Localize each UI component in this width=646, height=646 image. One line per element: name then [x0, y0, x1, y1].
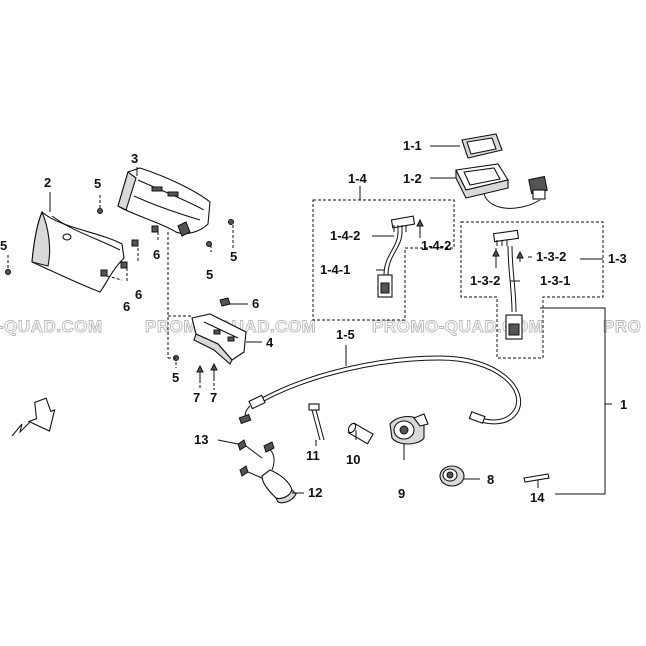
meter-lens-part	[461, 133, 503, 159]
watermark-text-1: -QUAD.COM	[0, 317, 103, 336]
label-3: 3	[131, 151, 138, 166]
bolt-part-11	[308, 403, 325, 441]
label-1-4-1: 1-4-1	[320, 262, 350, 277]
label-12: 12	[308, 485, 322, 500]
label-5-bottom: 5	[172, 370, 179, 385]
label-5-right: 5	[230, 249, 237, 264]
front-cover-part	[31, 210, 125, 293]
label-2: 2	[44, 175, 51, 190]
label-1-3-2-left: 1-3-2	[470, 273, 500, 288]
part-labels: 1-1 1-2 1-4 1-4-2 1-4-2 1-4-1 1-3-2 1-3-…	[0, 138, 627, 505]
upper-housing-part	[117, 167, 211, 237]
label-6-c: 6	[123, 299, 130, 314]
label-1-3-2-right: 1-3-2	[536, 249, 566, 264]
label-1-4: 1-4	[348, 171, 368, 186]
collar-part-10	[347, 422, 374, 445]
label-1-5: 1-5	[336, 327, 355, 342]
label-5-left: 5	[0, 238, 7, 253]
label-7-right: 7	[210, 390, 217, 405]
label-6-a: 6	[153, 247, 160, 262]
harness-1-4-part	[377, 215, 424, 298]
watermark: -QUAD.COM PROMO-QUAD.COM PROMO-QUAD.COM …	[0, 317, 641, 337]
front-direction-arrow-icon	[11, 397, 56, 437]
label-9: 9	[398, 486, 405, 501]
speedometer-cable-part	[238, 355, 522, 425]
label-6-d: 6	[252, 296, 259, 311]
label-1-3-1: 1-3-1	[540, 273, 570, 288]
group-box-1-4	[312, 199, 455, 321]
label-4: 4	[266, 335, 274, 350]
label-1-4-2-right: 1-4-2	[421, 238, 451, 253]
label-5-mid: 5	[206, 267, 213, 282]
label-8: 8	[487, 472, 494, 487]
label-1: 1	[620, 397, 627, 412]
label-14: 14	[530, 490, 545, 505]
gearbox-part-9	[389, 413, 429, 445]
screws-and-clips	[5, 208, 234, 380]
meter-housing-part	[455, 163, 548, 209]
leader-13	[217, 439, 239, 445]
meter-bracket-part	[191, 313, 247, 365]
harness-1-3-part	[492, 229, 524, 340]
label-11: 11	[306, 448, 320, 463]
screws-part-13	[237, 439, 263, 479]
label-1-2: 1-2	[403, 171, 422, 186]
cable-clamp-part-12	[261, 441, 297, 504]
label-13: 13	[194, 432, 208, 447]
label-10: 10	[346, 452, 360, 467]
left-group-leaders	[7, 195, 248, 390]
leader-lines	[49, 145, 612, 495]
label-5-top: 5	[94, 176, 101, 191]
group-box-1-3	[460, 221, 604, 359]
watermark-text-3: PROMO-QUAD.COM	[372, 317, 543, 336]
label-7-left: 7	[193, 390, 200, 405]
label-1-4-2-left: 1-4-2	[330, 228, 360, 243]
label-1-1: 1-1	[403, 138, 422, 153]
label-6-b: 6	[135, 287, 142, 302]
watermark-text-4: PRO	[603, 317, 641, 336]
pin-part-14	[523, 473, 550, 483]
label-1-3: 1-3	[608, 251, 627, 266]
seal-part-8	[439, 465, 465, 487]
